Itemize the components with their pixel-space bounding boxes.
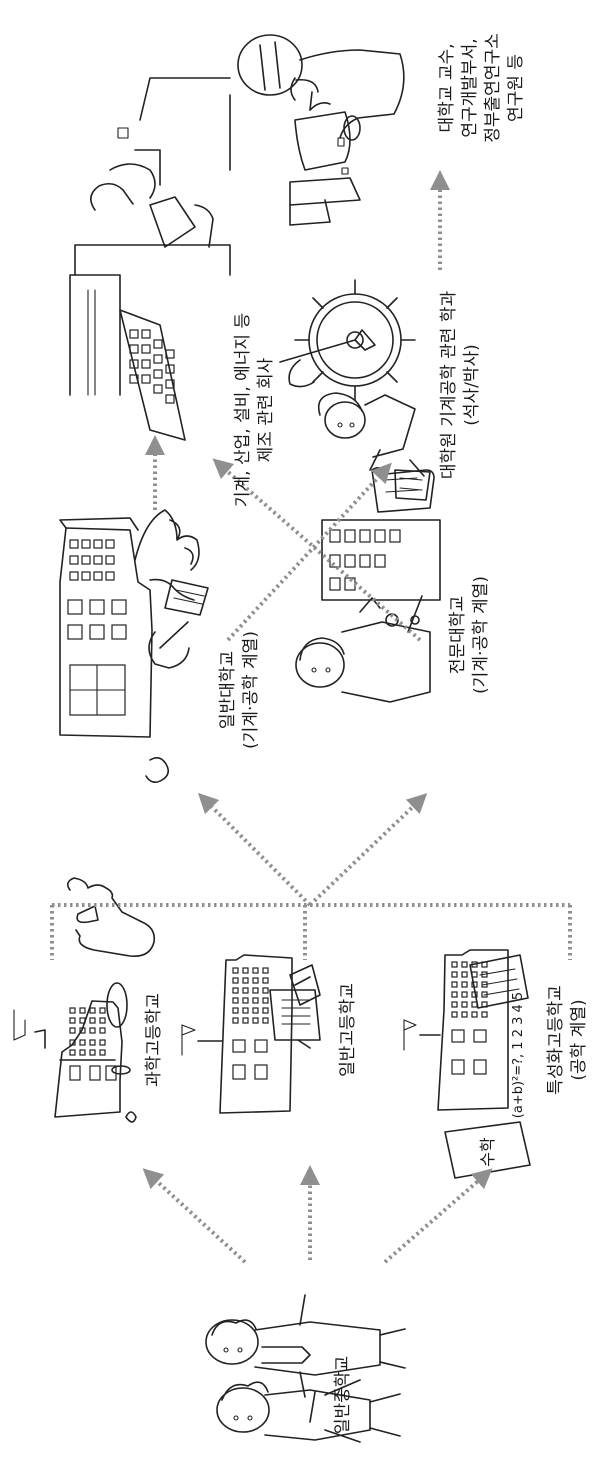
label-university-2: (기계·공학 계열) (241, 631, 261, 749)
label-researcher-4: 연구원 등 (506, 54, 526, 122)
arrow-middle-to-specialized (385, 1175, 485, 1262)
college-illustration (296, 468, 440, 702)
label-college-2: (기계·공학 계열) (471, 576, 491, 694)
label-specialized-hs-1: 특성화고등학교 (546, 985, 566, 1094)
label-researcher-1: 대학교 교수, (437, 43, 457, 132)
arrow-hs-to-university (205, 800, 310, 905)
specialized-hs-illustration: 수학 (a+b)²=?, 1 2 3 4 5 (404, 950, 530, 1178)
label-company-1: 기계, 산업, 설비, 에너지 등 (233, 313, 253, 507)
label-researcher-3: 정부출연연구소 (483, 33, 503, 142)
flow-arrows (52, 180, 570, 1262)
researcher-illustration (238, 35, 404, 225)
company-illustration (70, 78, 230, 440)
label-researcher-2: 연구개발부서, (460, 38, 480, 137)
label-college-1: 전문대학교 (448, 596, 468, 674)
label-science-hs: 과학고등학교 (144, 993, 164, 1087)
university-illustration (60, 510, 208, 782)
label-grad-school-2: (석사/박사) (462, 344, 482, 426)
students-illustration (206, 1295, 405, 1442)
math-book-label: 수학 (478, 1137, 497, 1167)
arrow-middle-to-science (150, 1175, 245, 1262)
equation-scribble: (a+b)²=?, 1 2 3 4 5 (511, 992, 526, 1118)
general-hs-illustration (182, 955, 320, 1113)
labels: 일반중학교 과학고등학교 일반고등학교 특성화고등학교 (공학 계열) 일반대학… (144, 33, 589, 1434)
science-hs-illustration (14, 878, 154, 1122)
arrow-hs-to-college (310, 800, 420, 905)
label-middle-school: 일반중학교 (333, 1356, 353, 1434)
grad-school-illustration (280, 280, 430, 500)
label-company-2: 제조 관련 회사 (256, 357, 276, 462)
label-specialized-hs-2: (공학 계열) (569, 999, 589, 1080)
label-grad-school-1: 대학원 기계공학 관련 학과 (439, 291, 459, 480)
label-general-hs: 일반고등학교 (338, 983, 358, 1077)
label-university-1: 일반대학교 (218, 651, 238, 729)
